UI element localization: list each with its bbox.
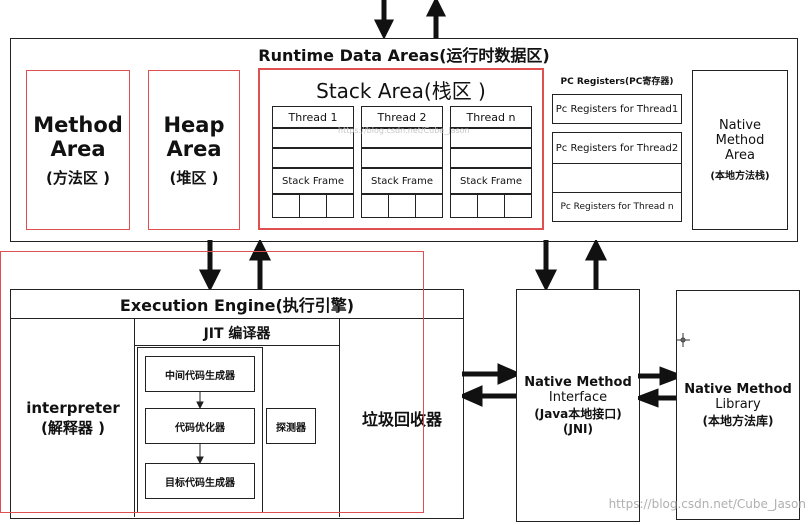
crosshair-cursor-icon <box>676 333 690 347</box>
thread-label: Thread 2 <box>361 106 443 128</box>
stack-area: Stack Area(栈区 ) <box>258 68 544 230</box>
method-area: Method Area (方法区 ) <box>26 70 130 230</box>
jit-divider <box>135 345 339 346</box>
stack-frame-label: Stack Frame <box>361 168 443 194</box>
pc-register-empty-row <box>552 163 682 193</box>
native-area-line3: Area <box>725 148 755 163</box>
heap-area-line1: Heap <box>163 112 225 137</box>
garbage-collector: 垃圾回收器 <box>361 410 442 429</box>
jit-flow-arrows <box>196 392 204 464</box>
thread-column-2: Thread 2 Stack Frame <box>361 106 443 218</box>
native-area-line1: Native <box>718 118 762 133</box>
jni-library-arrows <box>638 366 680 408</box>
pc-registers-title: PC Registers(PC寄存器) <box>560 76 674 87</box>
jit-probe: 探测器 <box>266 408 316 444</box>
thread-column-1: Thread 1 Stack Frame <box>272 106 354 218</box>
runtime-title: Runtime Data Areas(运行时数据区) <box>258 46 550 65</box>
thread-row <box>272 128 354 148</box>
jit-compiler: JIT 编译器 中间代码生成器 代码优化器 目标代码生成器 探测器 <box>134 319 340 517</box>
library-line3: (本地方法库) <box>702 413 774 428</box>
jni-line1: Native Method <box>524 375 632 390</box>
heap-area-line2: Area <box>166 136 222 161</box>
jit-step-1: 中间代码生成器 <box>145 356 255 392</box>
thread-label: Thread n <box>450 106 532 128</box>
frame-slot <box>388 194 416 218</box>
method-area-line3: (方法区 ) <box>46 168 110 187</box>
method-area-line2: Area <box>50 136 106 161</box>
stack-watermark: https://blog.csdn.net/Cube_Jason <box>338 126 470 135</box>
heap-area: Heap Area (堆区 ) <box>148 70 240 230</box>
frame-slot <box>299 194 327 218</box>
native-area-line4: (本地方法栈) <box>710 171 770 182</box>
thread-column-n: Thread n Stack Frame <box>450 106 532 218</box>
red-highlight-outline <box>0 251 424 513</box>
frame-slot <box>450 194 478 218</box>
jni-line4: (JNI) <box>563 422 593 436</box>
thread-row <box>361 148 443 168</box>
native-method-area: Native Method Area (本地方法栈) <box>692 70 788 230</box>
method-area-line1: Method <box>33 112 123 137</box>
library-line1: Native Method <box>684 381 792 397</box>
thread-row <box>450 128 532 148</box>
engine-jni-arrows <box>462 363 518 407</box>
heap-area-line3: (堆区 ) <box>169 168 219 187</box>
thread-row <box>450 148 532 168</box>
native-method-interface: Native Method Interface (Java本地接口) (JNI) <box>516 289 640 522</box>
interpreter-line1: interpreter <box>26 398 120 417</box>
engine-divider <box>11 318 463 319</box>
frame-slot <box>477 194 505 218</box>
thread-row <box>361 128 443 148</box>
frame-slot <box>326 194 354 218</box>
top-arrows <box>373 0 447 40</box>
interpreter-line2: (解释器 ) <box>41 418 105 437</box>
execution-engine-title: Execution Engine(执行引擎) <box>119 296 355 315</box>
library-line2: Library <box>715 396 761 412</box>
interpreter: interpreter (解释器 ) <box>12 319 134 517</box>
pc-register-item-2: Pc Registers for Thread2 <box>552 132 682 164</box>
frame-slot <box>272 194 300 218</box>
jit-title: JIT 编译器 <box>203 326 271 342</box>
pc-registers: PC Registers(PC寄存器) Pc Registers for Thr… <box>552 70 682 230</box>
pc-register-item-1: Pc Registers for Thread1 <box>552 94 682 124</box>
jni-line2: Interface <box>548 390 608 405</box>
runtime-jni-arrows <box>534 240 608 292</box>
frame-slot <box>415 194 443 218</box>
frame-slot <box>361 194 389 218</box>
jni-line3: (Java本地接口) <box>534 407 622 421</box>
stack-frame-label: Stack Frame <box>450 168 532 194</box>
watermark: https://blog.csdn.net/Cube_Jason <box>608 497 806 511</box>
stack-frame-label: Stack Frame <box>272 168 354 194</box>
execution-engine: Execution Engine(执行引擎) <box>10 289 464 519</box>
frame-slot <box>504 194 532 218</box>
thread-label: Thread 1 <box>272 106 354 128</box>
runtime-data-areas: Runtime Data Areas(运行时数据区) <box>10 38 798 242</box>
stack-area-title: Stack Area(栈区 ) <box>316 78 486 103</box>
thread-row <box>272 148 354 168</box>
native-area-line2: Method <box>715 133 765 148</box>
native-method-library: Native Method Library (本地方法库) <box>676 290 800 520</box>
pc-register-item-n: Pc Registers for Thread n <box>552 192 682 222</box>
